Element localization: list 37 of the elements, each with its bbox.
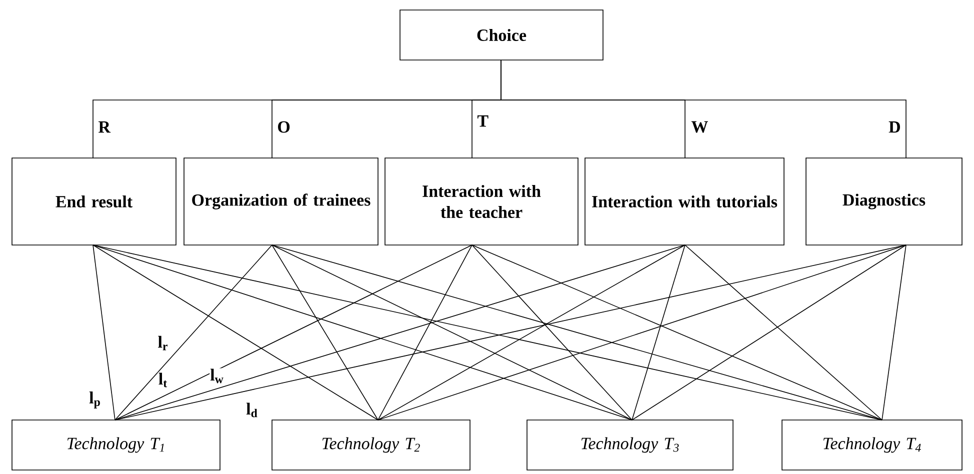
criterion-box: Interaction with the teacher <box>384 158 578 246</box>
technology-box: Technology T$_{1}$ <box>12 420 220 470</box>
tree-connector <box>500 60 906 158</box>
edge-label: R <box>98 121 111 133</box>
connector-line <box>378 244 472 420</box>
criterion-box: Organization of trainees <box>184 158 378 246</box>
line-label: l$_{t}$ <box>158 372 168 388</box>
connector-line <box>472 244 882 420</box>
connector-line <box>114 244 272 420</box>
connector-line <box>114 244 472 420</box>
line-label: l$_{d}$ <box>246 402 258 418</box>
criterion-box: Diagnostics <box>806 158 962 246</box>
edge-label: D <box>888 121 900 133</box>
line-label: l$_{w}$ <box>210 368 224 384</box>
edge-label: T <box>477 115 488 127</box>
connector-line <box>632 244 906 420</box>
technology-box: Technology T$_{4}$ <box>782 420 962 470</box>
connector-line <box>272 244 632 420</box>
connector-line <box>378 244 686 420</box>
criterion-box: End result <box>12 158 176 246</box>
line-label: l$_{p}$ <box>88 391 102 409</box>
connector-line <box>684 244 882 420</box>
technology-box: Technology T$_{2}$ <box>272 420 470 470</box>
line-label: l$_{r}$ <box>157 335 169 351</box>
criterion-box: Interaction with tutorials <box>584 158 784 246</box>
connector-line <box>378 244 906 420</box>
heading-box: Choice <box>400 10 604 60</box>
connector-line <box>272 244 882 420</box>
edge-label: W <box>691 121 708 133</box>
connector-line <box>272 244 378 420</box>
connector-line <box>92 244 116 420</box>
technology-box: Technology T$_{3}$ <box>526 420 734 470</box>
connector-line <box>472 244 632 420</box>
connector-line <box>92 244 378 420</box>
edge-label: O <box>278 121 290 133</box>
connector-line <box>632 244 686 420</box>
connector-line <box>882 244 906 420</box>
